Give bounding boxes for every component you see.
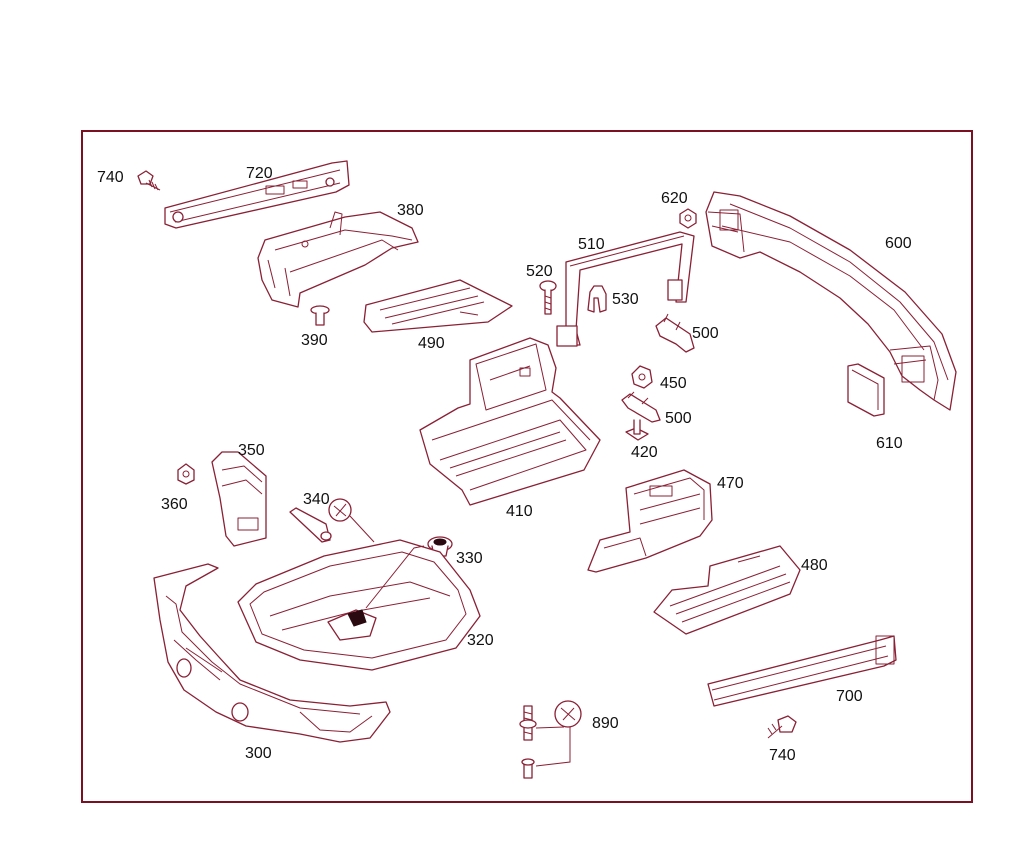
part-350-bracket[interactable]	[211, 451, 267, 547]
part-470-bracket[interactable]	[587, 469, 713, 573]
label-420: 420	[631, 444, 658, 461]
label-620: 620	[661, 190, 688, 207]
part-480-plate[interactable]	[653, 545, 801, 635]
label-340: 340	[303, 491, 330, 508]
part-450-nut[interactable]	[631, 365, 653, 389]
part-600-bumper-beam[interactable]	[705, 191, 957, 411]
part-390-clip[interactable]	[310, 305, 330, 326]
label-600: 600	[885, 235, 912, 252]
label-300: 300	[245, 745, 272, 762]
part-610-pad[interactable]	[847, 363, 885, 417]
label-390: 390	[301, 332, 328, 349]
label-610: 610	[876, 435, 903, 452]
label-740-bottom: 740	[769, 747, 796, 764]
part-700-cross-bar[interactable]	[707, 635, 897, 707]
part-320-spare-wheel-well[interactable]	[237, 539, 481, 671]
part-510-frame-bracket[interactable]	[556, 231, 695, 347]
label-320: 320	[467, 632, 494, 649]
part-620-nut[interactable]	[679, 208, 697, 229]
label-530: 530	[612, 291, 639, 308]
part-740-screw-bottom[interactable]	[767, 715, 797, 739]
diagram-frame	[81, 130, 973, 803]
label-350: 350	[238, 442, 265, 459]
label-380: 380	[397, 202, 424, 219]
part-410-tray[interactable]	[419, 337, 601, 506]
part-420-stud[interactable]	[625, 419, 649, 441]
part-340-tool[interactable]	[289, 498, 375, 543]
part-490-plate[interactable]	[363, 279, 513, 333]
part-360-nut[interactable]	[177, 463, 195, 485]
label-500-upper: 500	[692, 325, 719, 342]
label-700: 700	[836, 688, 863, 705]
label-890: 890	[592, 715, 619, 732]
label-720: 720	[246, 165, 273, 182]
label-510: 510	[578, 236, 605, 253]
label-490: 490	[418, 335, 445, 352]
label-480: 480	[801, 557, 828, 574]
label-470: 470	[717, 475, 744, 492]
part-520-bolt[interactable]	[539, 280, 557, 315]
label-520: 520	[526, 263, 553, 280]
part-500-clip-upper[interactable]	[655, 313, 695, 353]
label-410: 410	[506, 503, 533, 520]
part-890-bolt-set[interactable]	[519, 700, 582, 779]
part-740-screw-top[interactable]	[137, 170, 161, 191]
label-500-lower: 500	[665, 410, 692, 427]
label-360: 360	[161, 496, 188, 513]
part-500-clip-lower[interactable]	[621, 391, 661, 423]
part-530-clip[interactable]	[587, 285, 607, 313]
label-740-top: 740	[97, 169, 124, 186]
label-330: 330	[456, 550, 483, 567]
label-450: 450	[660, 375, 687, 392]
part-720-cross-bar[interactable]	[164, 160, 350, 229]
part-380-bracket[interactable]	[257, 211, 419, 308]
part-300-rear-panel[interactable]	[153, 563, 391, 743]
part-labels: 740 720 380 620 600 510 520 530 500 390 …	[97, 165, 912, 764]
